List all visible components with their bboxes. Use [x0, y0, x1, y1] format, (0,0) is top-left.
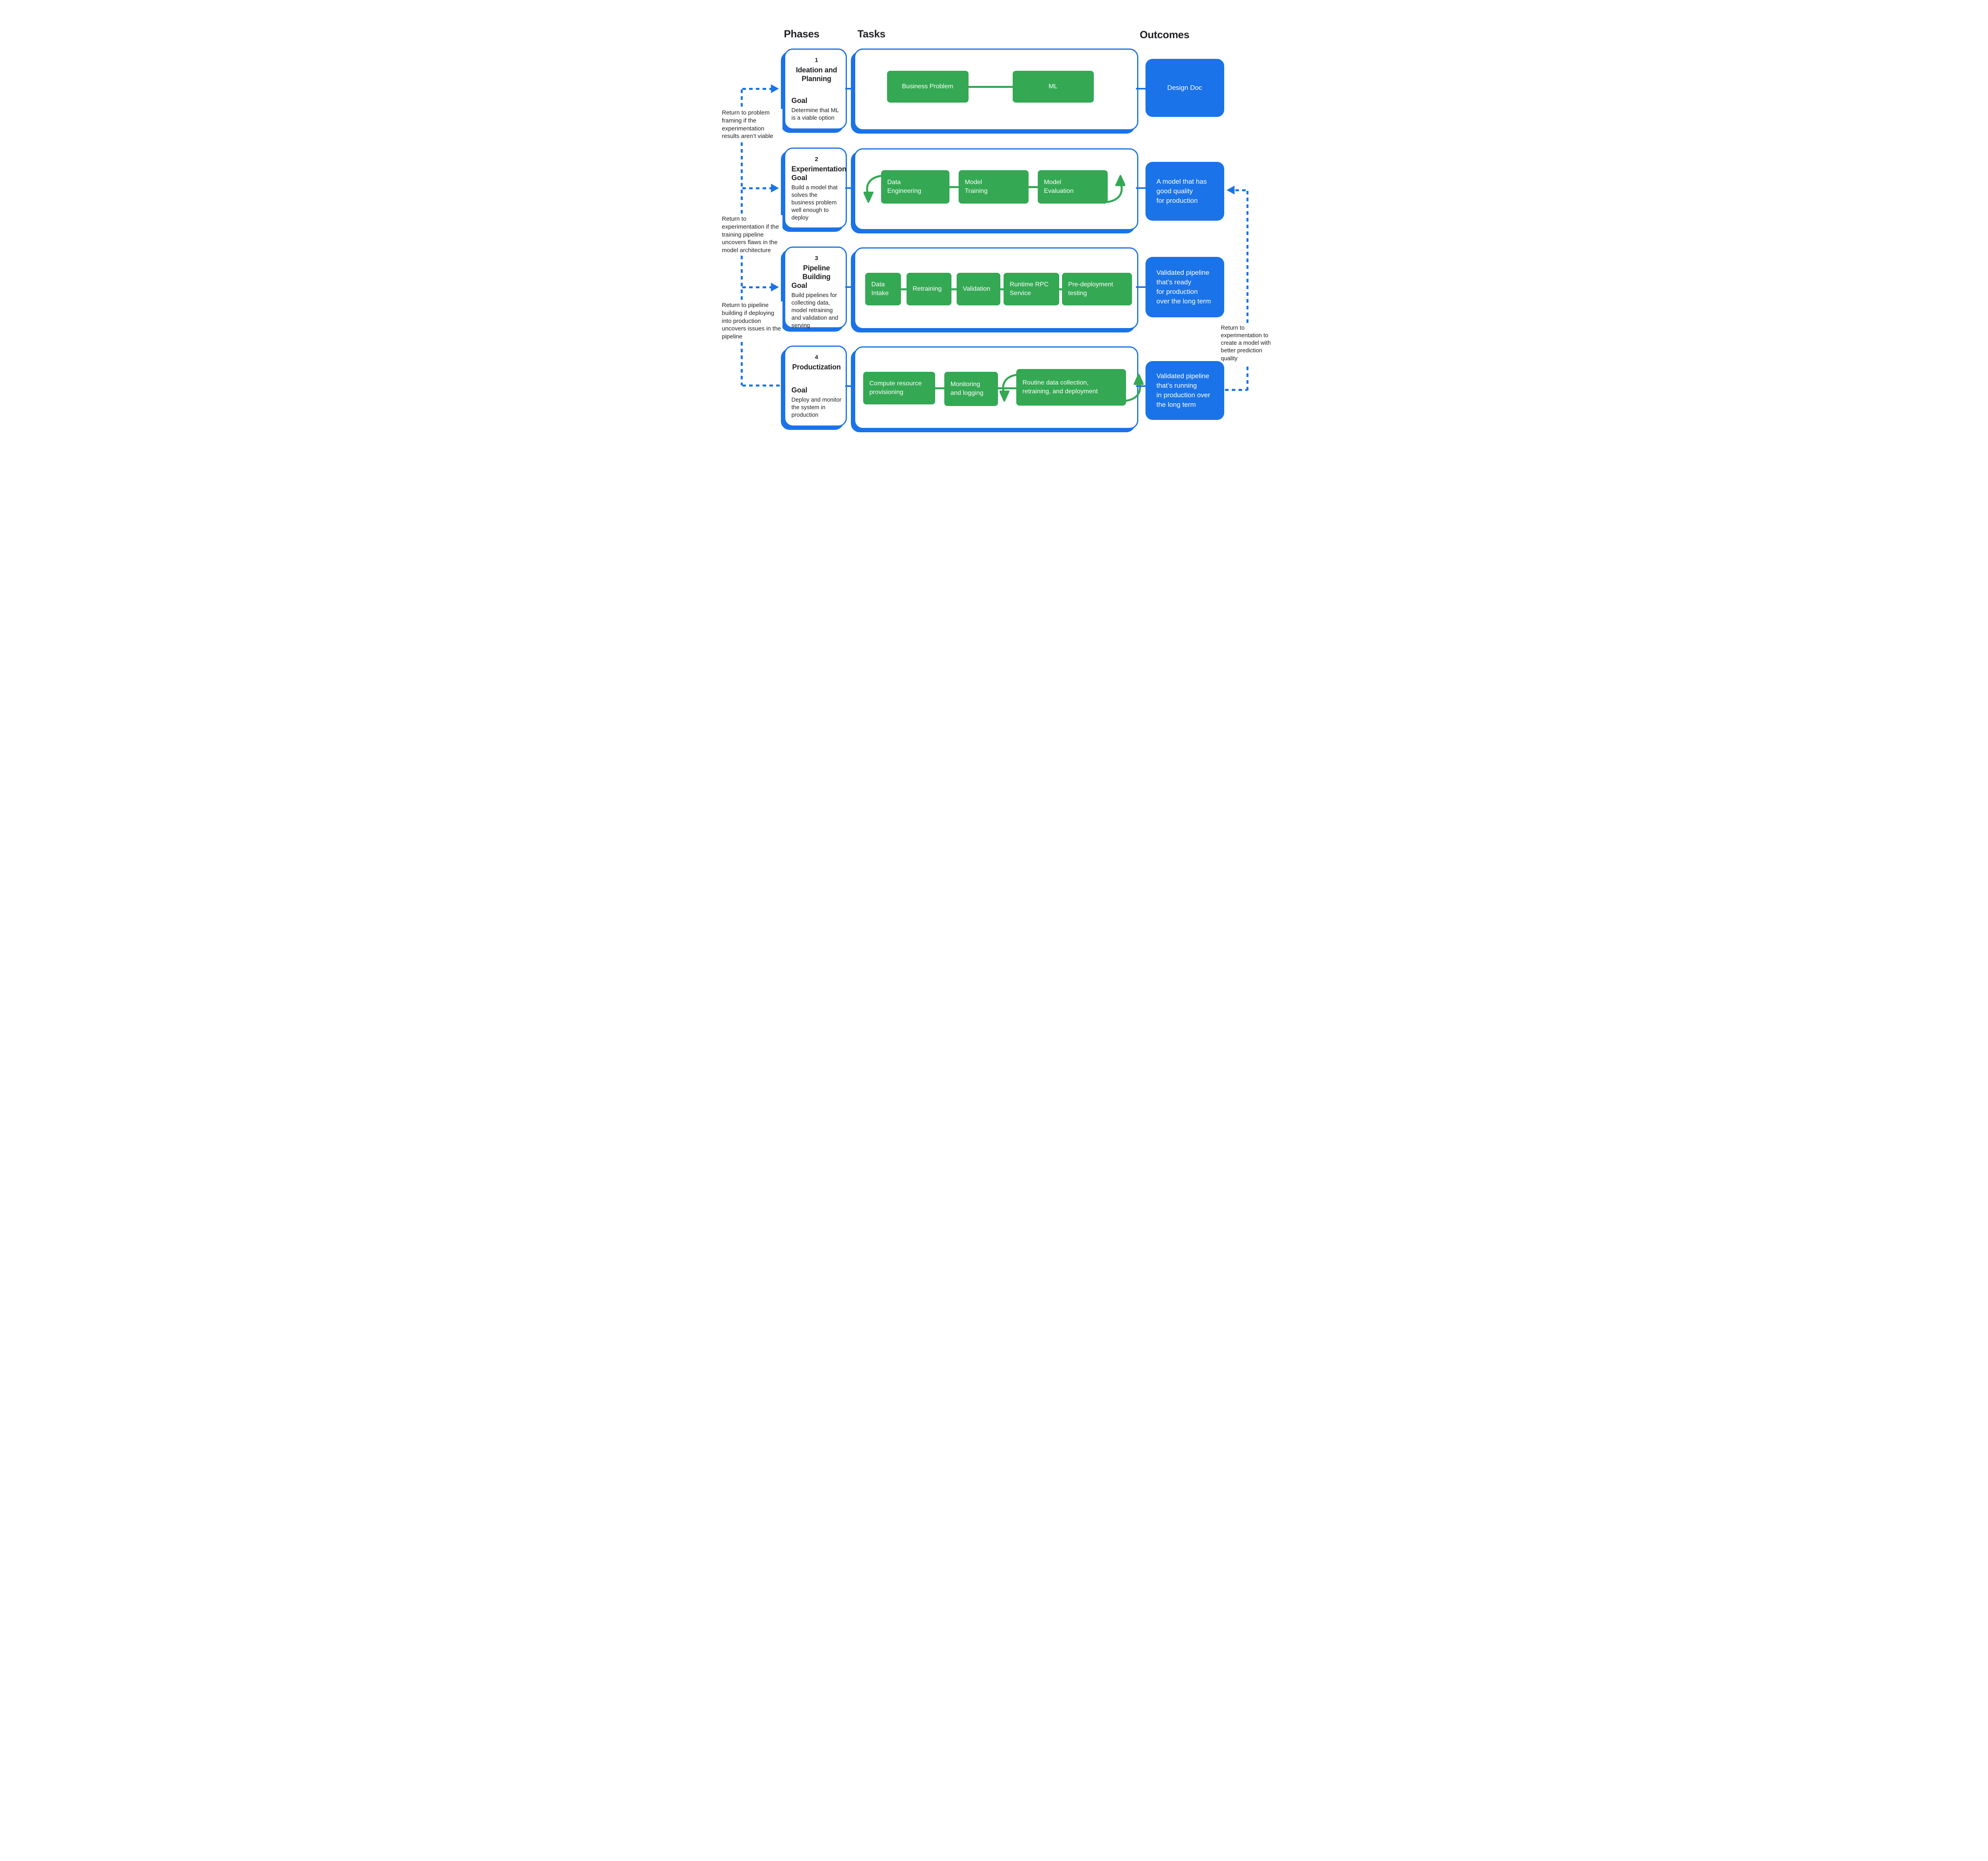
phase-goal: Goal Build a model that solves the busin… [792, 174, 842, 222]
tasks-column-header: Tasks [857, 28, 886, 40]
task-model-evaluation: Model Evaluation [1037, 170, 1108, 204]
return-line [742, 88, 771, 90]
annotation-return-to-experimentation: Return to experimentation if the trainin… [722, 215, 782, 254]
goal-text: Deploy and monitor the system in product… [791, 396, 842, 418]
tasks-to-outcome-connector [1136, 385, 1146, 387]
tasks-to-outcome-connector [1136, 88, 1146, 89]
task-connector [997, 387, 1017, 389]
outcome-validated-pipeline-ready: Validated pipeline that’s ready for prod… [1145, 257, 1224, 317]
task-routine-data-collection: Routine data collection, retraining, and… [1016, 369, 1126, 406]
return-line [742, 286, 771, 288]
task-retraining: Retraining [906, 273, 951, 305]
task-connector [948, 186, 960, 188]
goal-label: Goal [791, 386, 808, 394]
phase-number: 3 [815, 255, 818, 262]
cycle-arrow-left-icon [999, 373, 1018, 402]
phase-title: Ideation and Planning [796, 66, 837, 83]
phase-to-tasks-connector [845, 88, 856, 89]
outcomes-column-header: Outcomes [1140, 29, 1190, 41]
return-arrow-outcome2-icon [1226, 186, 1235, 194]
phase-to-tasks-connector [845, 187, 856, 189]
task-connector [999, 288, 1005, 290]
phase-card-ideation: 1 Ideation and Planning Goal Determine t… [784, 49, 847, 130]
tasks-to-outcome-connector [1136, 187, 1146, 189]
task-connector [934, 387, 945, 389]
phase-title: Experimentation [791, 165, 846, 173]
phase-goal: Goal Deploy and monitor the system in pr… [792, 386, 842, 419]
mlops-phases-diagram: Phases Tasks Outcomes 1 Ideation and Pla… [712, 0, 1276, 465]
return-line [740, 256, 743, 301]
task-business-problem: Business Problem [887, 71, 969, 103]
outcome-validated-pipeline-running: Validated pipeline that’s running in pro… [1145, 361, 1224, 420]
return-line [1225, 389, 1247, 391]
task-runtime-rpc-service: Runtime RPC Service [1003, 273, 1059, 305]
return-line [740, 89, 743, 108]
phase-title: Productization [792, 363, 841, 371]
phase-number: 2 [815, 156, 818, 163]
return-line [742, 187, 771, 189]
task-validation: Validation [956, 273, 1000, 305]
task-connector [967, 86, 1014, 88]
task-connector [900, 288, 908, 290]
return-arrow-phase2-icon [771, 184, 779, 192]
cycle-arrow-right-icon [1125, 374, 1143, 402]
goal-text: Build a model that solves the business p… [791, 184, 838, 221]
phase-goal: Goal Determine that ML is a viable optio… [792, 97, 842, 122]
phase-goal: Goal Build pipelines for collecting data… [792, 282, 842, 330]
task-connector [950, 288, 958, 290]
return-line [740, 342, 743, 385]
goal-label: Goal [791, 96, 808, 105]
goal-label: Goal [791, 281, 808, 289]
phase-to-tasks-connector [845, 385, 856, 387]
return-line [1235, 189, 1248, 191]
return-line [742, 385, 784, 387]
return-arrow-phase3-icon [771, 283, 779, 291]
phase-card-productization: 4 Productization Goal Deploy and monitor… [784, 346, 847, 427]
task-ml: ML [1012, 71, 1094, 103]
phase-to-tasks-connector [845, 286, 856, 288]
return-arrow-phase1-icon [771, 84, 779, 93]
task-monitoring-and-logging: Monitoring and logging [944, 372, 998, 406]
return-line [1246, 367, 1248, 391]
annotation-return-to-problem-framing: Return to problem framing if the experim… [722, 109, 782, 141]
task-connector [1058, 288, 1063, 290]
goal-text: Determine that ML is a viable option [791, 107, 839, 121]
phase-card-experimentation: 2 Experimentation Goal Build a model tha… [784, 148, 847, 229]
outcome-model-quality: A model that has good quality for produc… [1145, 162, 1224, 221]
task-model-training: Model Training [958, 170, 1029, 204]
goal-text: Build pipelines for collecting data, mod… [791, 292, 839, 329]
return-line [740, 142, 743, 214]
cycle-arrow-left-icon [863, 175, 882, 203]
task-pre-deployment-testing: Pre-deployment testing [1062, 273, 1132, 305]
return-line [1246, 191, 1248, 324]
annotation-return-to-experimentation-quality: Return to experimentation to create a mo… [1221, 324, 1275, 363]
tasks-to-outcome-connector [1136, 286, 1146, 288]
phase-card-pipeline-building: 3 Pipeline Building Goal Build pipelines… [784, 247, 847, 330]
cycle-arrow-right-icon [1107, 175, 1125, 203]
phases-column-header: Phases [784, 28, 820, 40]
outcome-design-doc: Design Doc [1145, 59, 1224, 117]
task-compute-resource-provisioning: Compute resource provisioning [863, 372, 935, 404]
goal-label: Goal [791, 173, 808, 182]
task-data-engineering: Data Engineering [881, 170, 949, 204]
task-connector [1027, 186, 1039, 188]
phase-number: 4 [815, 354, 818, 361]
phase-number: 1 [815, 57, 818, 64]
task-data-intake: Data Intake [865, 273, 901, 305]
annotation-return-to-pipeline-building: Return to pipeline building if deploying… [722, 301, 782, 341]
phase-title: Pipeline Building [802, 264, 831, 281]
